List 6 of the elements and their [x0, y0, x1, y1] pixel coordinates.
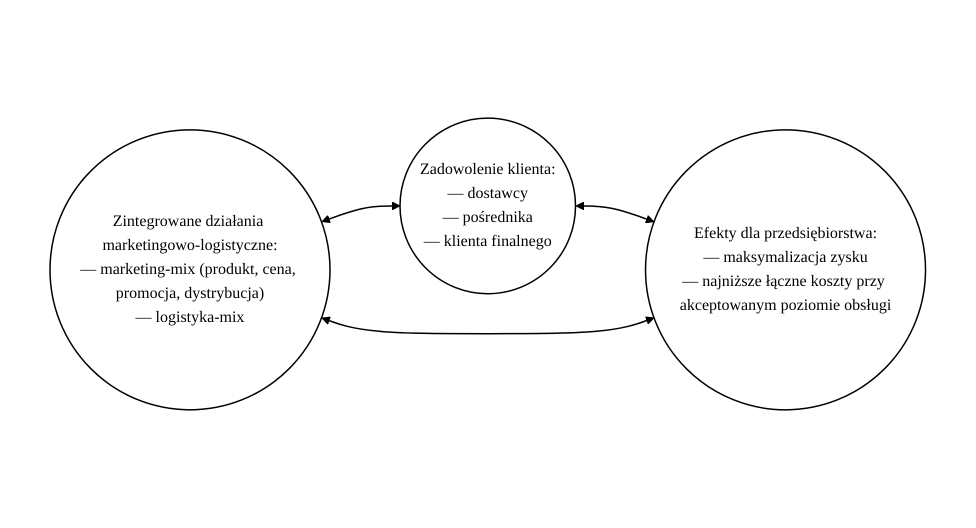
arrow: [322, 202, 401, 224]
node-circle: Zadowolenie klienta: — dostawcy — pośrednika — klienta finalnego: [399, 117, 576, 294]
node-circle: Efekty dla przedsiębiorstwa: — maksymalizacja zysku — najniższe łączne koszty przy akceptowanym poziomie obsługi: [645, 129, 926, 411]
arrow: [322, 316, 655, 334]
arrow: [576, 202, 655, 224]
node-circle: Zintegrowane działania marketingowo-logistyczne: — marketing-mix (produkt, cena, promocja, dystrybucja) — logistyka-mix: [49, 129, 331, 411]
